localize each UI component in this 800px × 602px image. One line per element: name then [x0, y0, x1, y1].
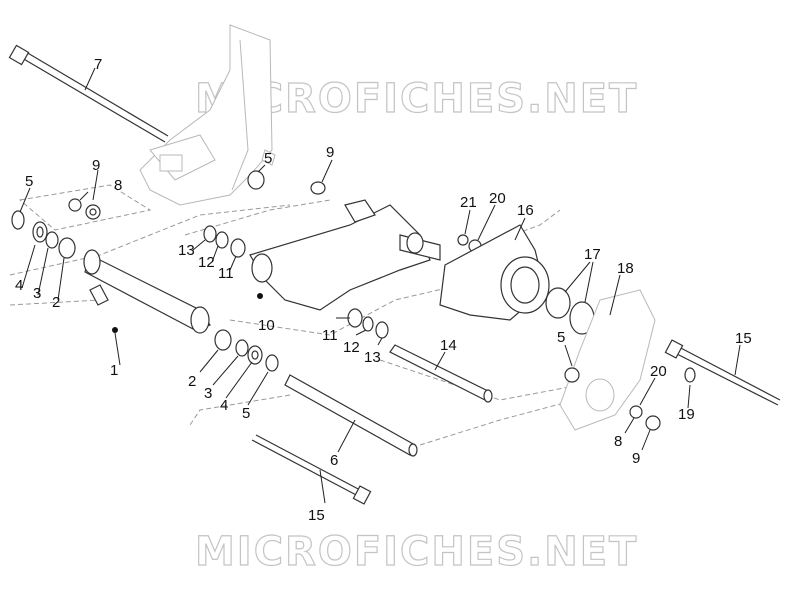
frame-bracket	[139, 24, 276, 206]
watermark-bottom: MICROFICHES.NET	[195, 529, 638, 575]
callout-1: 1	[110, 362, 118, 379]
callout-20-right: 20	[650, 363, 667, 380]
leader-lines	[19, 67, 741, 504]
left-bearing-stack	[11, 198, 101, 259]
callout-13-b: 13	[364, 349, 381, 366]
callout-12-b: 12	[343, 339, 360, 356]
callout-18: 18	[617, 260, 634, 277]
callout-15-right: 15	[735, 330, 752, 347]
part-20-washer-right	[629, 405, 643, 419]
callout-3-left: 3	[33, 285, 41, 302]
part-5-circlip-top	[247, 170, 265, 190]
callout-8-right: 8	[614, 433, 622, 450]
callout-17: 17	[584, 246, 601, 263]
callout-10: 10	[258, 317, 275, 334]
part-9-nut-top	[310, 181, 326, 195]
callout-5-mid: 5	[242, 405, 250, 422]
callout-21: 21	[460, 194, 477, 211]
callout-11-a: 11	[218, 265, 234, 282]
callout-13-a: 13	[178, 242, 195, 259]
part-7-long-bolt	[8, 44, 169, 143]
callout-5-top: 5	[264, 150, 272, 167]
callout-2-left: 2	[52, 294, 60, 311]
part-15-bolt-right	[664, 339, 781, 406]
part-10-swing-arm	[249, 199, 441, 311]
part-16-housing	[439, 224, 550, 321]
callout-7: 7	[94, 56, 102, 73]
callout-20-top: 20	[489, 190, 506, 207]
callout-2-mid: 2	[188, 373, 196, 390]
part-5-circlip-right	[564, 367, 580, 383]
part-15-bolt-bottom	[251, 434, 372, 505]
lower-bearing-stack	[347, 308, 389, 339]
assembly-guides	[9, 184, 581, 446]
part-19-screw	[684, 367, 696, 383]
callout-12-a: 12	[198, 254, 215, 271]
part-6-rod	[284, 374, 418, 457]
part-1-pivot-tube	[83, 249, 211, 334]
callout-4-left: 4	[15, 277, 23, 294]
callout-6: 6	[330, 452, 338, 469]
upper-bearing-stack	[203, 225, 246, 258]
callout-11-b: 11	[322, 327, 338, 344]
callout-9-right: 9	[632, 450, 640, 467]
part-14-rod	[389, 344, 493, 403]
part-21-nut	[457, 234, 469, 246]
callout-5-left: 5	[25, 173, 33, 190]
callout-8-top: 8	[114, 177, 122, 194]
callout-9-left: 9	[92, 157, 100, 174]
callout-19: 19	[678, 406, 695, 423]
callout-5-right: 5	[557, 329, 565, 346]
callout-16: 16	[517, 202, 534, 219]
callout-15-bottom: 15	[308, 507, 325, 524]
callout-4-mid: 4	[220, 397, 228, 414]
callout-14: 14	[440, 337, 457, 354]
part-9-nut-right	[645, 415, 661, 431]
callout-9-top: 9	[326, 144, 334, 161]
callout-3-mid: 3	[204, 385, 212, 402]
mid-bearing-stack	[214, 329, 279, 372]
